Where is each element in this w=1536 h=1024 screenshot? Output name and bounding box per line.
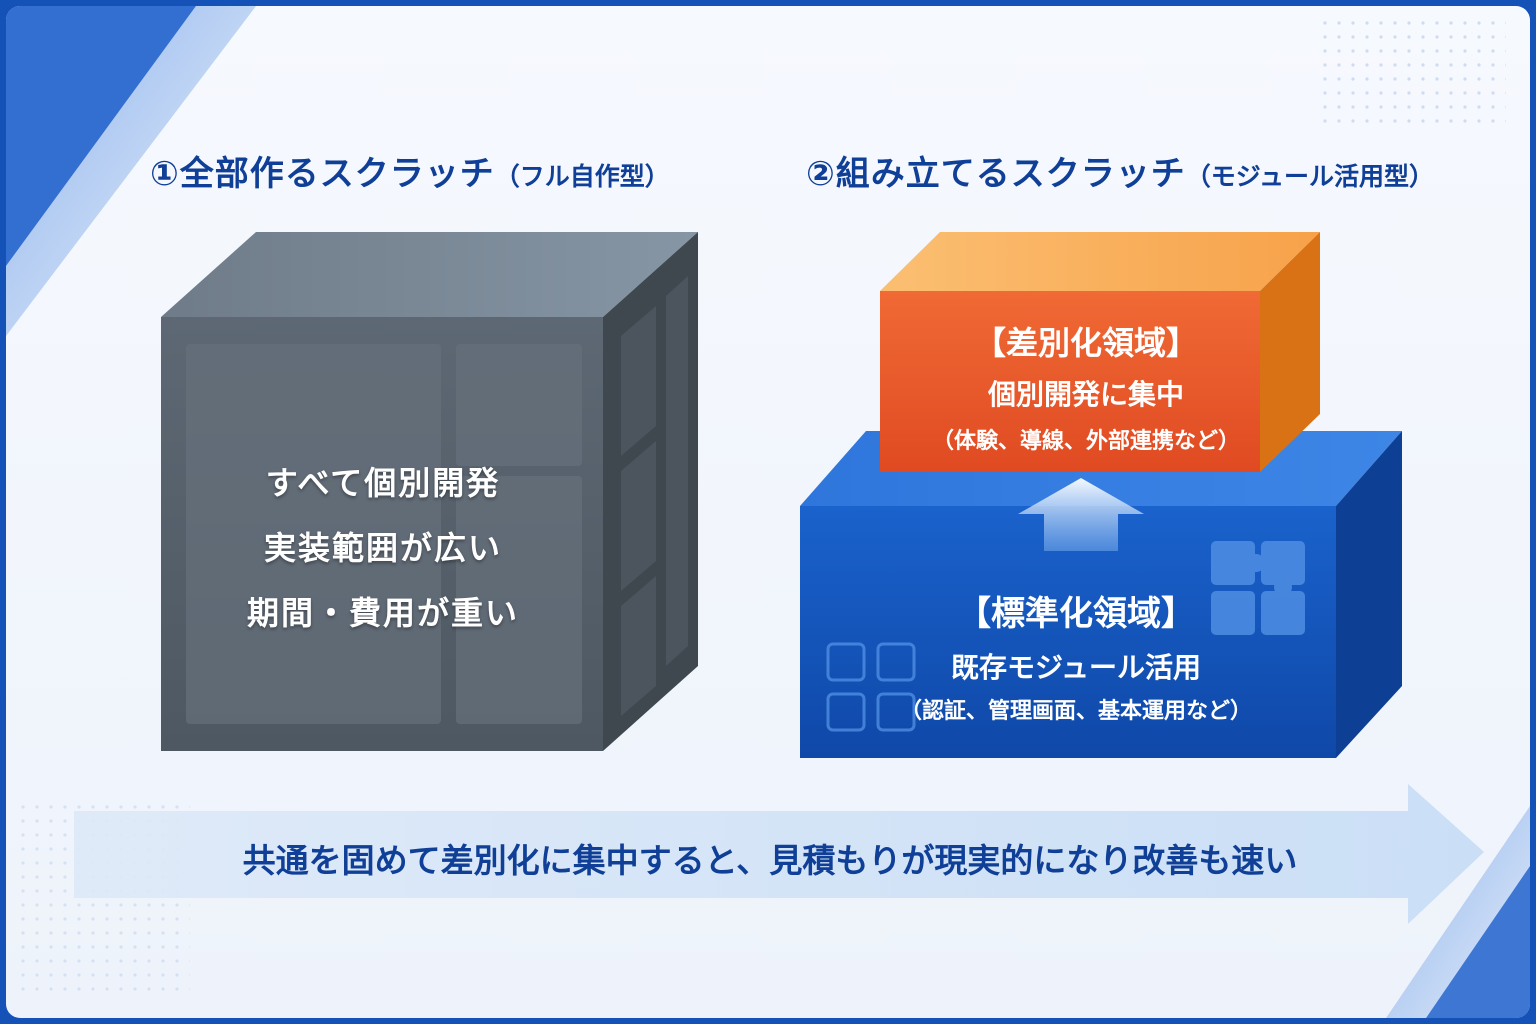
up-arrow-icon <box>1018 478 1144 551</box>
standard-detail: （認証、管理画面、基本運用など） <box>899 699 1252 724</box>
left-cube-line-2: 実装範囲が広い <box>263 529 502 567</box>
conclusion-arrow <box>74 784 1484 924</box>
left-cube-line-1: すべて個別開発 <box>265 464 501 502</box>
conclusion-text: 共通を固めて差別化に集中すると、見積もりが現実的になり改善も速い <box>242 841 1298 880</box>
puzzle-icon <box>1211 541 1305 635</box>
module-grid-icon <box>826 642 916 732</box>
right-title-sub: （モジュール活用型） <box>1185 162 1435 191</box>
differentiation-body: 個別開発に集中 <box>987 378 1184 411</box>
differentiation-heading: 【差別化領域】 <box>973 324 1198 362</box>
diagram-shapes <box>74 232 1484 924</box>
right-section-title: ②組み立てるスクラッチ（モジュール活用型） <box>806 146 1434 195</box>
standard-body: 既存モジュール活用 <box>950 651 1202 684</box>
left-title-main: ①全部作るスクラッチ <box>150 154 495 194</box>
differentiation-detail: （体験、導線、外部連携など） <box>931 429 1240 454</box>
differentiation-block <box>880 232 1320 472</box>
left-title-sub: （フル自作型） <box>494 162 670 191</box>
left-section-title: ①全部作るスクラッチ（フル自作型） <box>150 146 670 195</box>
gray-cube <box>161 232 698 751</box>
left-cube-line-3: 期間・費用が重い <box>246 594 519 632</box>
right-title-main: ②組み立てるスクラッチ <box>806 154 1186 194</box>
standard-heading: 【標準化領域】 <box>957 594 1195 634</box>
slide-frame: ①全部作るスクラッチ（フル自作型） ②組み立てるスクラッチ（モジュール活用型） <box>6 6 1530 1018</box>
